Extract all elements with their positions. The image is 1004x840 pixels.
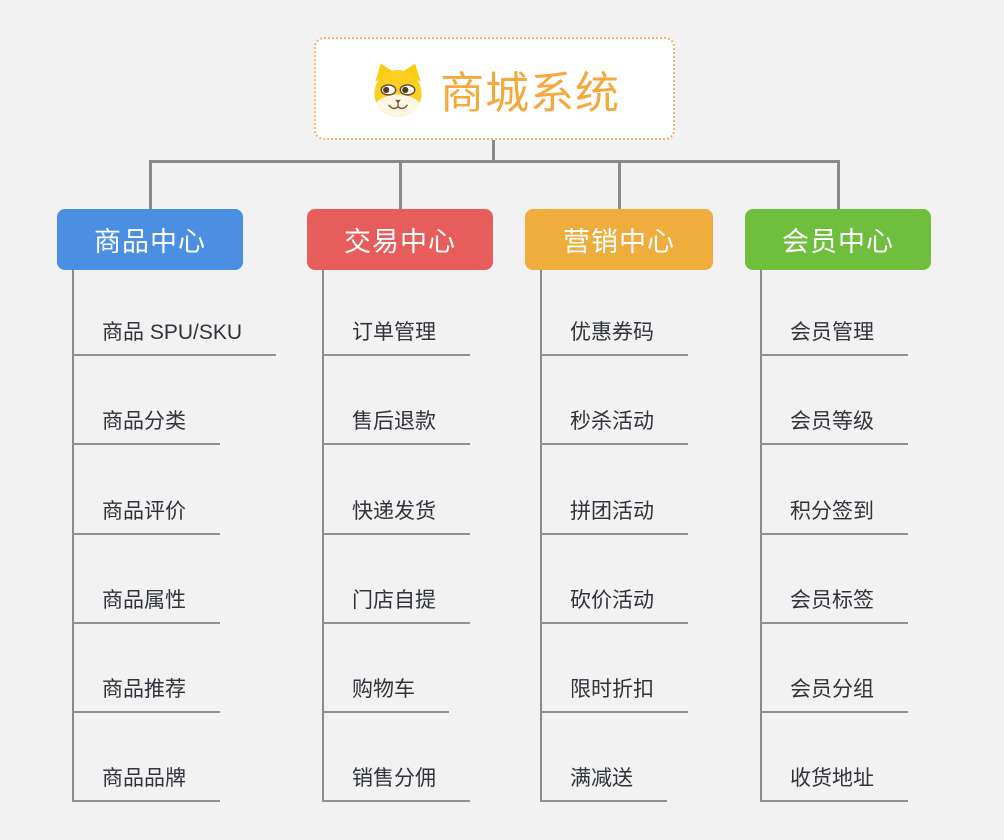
leaf-label: 商品评价	[102, 500, 186, 523]
leaf-node[interactable]: 商品分类	[72, 407, 220, 445]
leaf-label: 砍价活动	[570, 589, 654, 612]
branch-label: 营销中心	[563, 227, 675, 257]
leaf-node[interactable]: 订单管理	[322, 318, 470, 356]
leaf-node[interactable]: 快递发货	[322, 497, 470, 535]
leaf-node[interactable]: 商品属性	[72, 586, 220, 624]
leaf-node[interactable]: 优惠券码	[540, 318, 688, 356]
connector-line	[399, 160, 402, 209]
leaf-label: 会员分组	[790, 678, 874, 701]
leaf-node[interactable]: 销售分佣	[322, 764, 470, 802]
leaf-label: 满减送	[570, 767, 633, 790]
leaf-node[interactable]: 积分签到	[760, 497, 908, 535]
leaf-label: 商品属性	[102, 589, 186, 612]
leaf-label: 销售分佣	[352, 767, 436, 790]
connector-line	[540, 270, 542, 801]
leaf-node[interactable]: 收货地址	[760, 764, 908, 802]
connector-line	[760, 270, 762, 801]
branch-label: 商品中心	[94, 227, 206, 257]
leaf-label: 商品 SPU/SKU	[102, 321, 243, 344]
leaf-node[interactable]: 门店自提	[322, 586, 470, 624]
connector-line	[618, 160, 621, 209]
connector-line	[149, 160, 839, 163]
leaf-label: 会员管理	[790, 321, 874, 344]
leaf-node[interactable]: 商品推荐	[72, 675, 220, 713]
leaf-label: 购物车	[352, 678, 415, 701]
leaf-label: 商品推荐	[102, 678, 186, 701]
leaf-node[interactable]: 售后退款	[322, 407, 470, 445]
leaf-label: 订单管理	[352, 321, 436, 344]
leaf-node[interactable]: 秒杀活动	[540, 407, 688, 445]
leaf-node[interactable]: 会员等级	[760, 407, 908, 445]
leaf-label: 快递发货	[352, 500, 436, 523]
leaf-label: 收货地址	[790, 767, 874, 790]
leaf-node[interactable]: 满减送	[540, 764, 667, 802]
leaf-label: 售后退款	[352, 410, 436, 433]
branch-node-3[interactable]: 营销中心	[525, 209, 713, 270]
leaf-node[interactable]: 商品 SPU/SKU	[72, 318, 277, 356]
branch-node-4[interactable]: 会员中心	[745, 209, 931, 270]
branch-node-1[interactable]: 商品中心	[57, 209, 243, 270]
leaf-label: 限时折扣	[570, 678, 654, 701]
leaf-node[interactable]: 商品评价	[72, 497, 220, 535]
shiba-dog-icon	[369, 60, 427, 118]
leaf-label: 门店自提	[352, 589, 436, 612]
leaf-node[interactable]: 购物车	[322, 675, 449, 713]
leaf-node[interactable]: 商品品牌	[72, 764, 220, 802]
leaf-node[interactable]: 会员管理	[760, 318, 908, 356]
connector-line	[322, 270, 324, 801]
branch-node-2[interactable]: 交易中心	[307, 209, 493, 270]
leaf-node[interactable]: 限时折扣	[540, 675, 688, 713]
leaf-label: 会员标签	[790, 589, 874, 612]
root-title: 商城系统	[440, 68, 620, 118]
connector-line	[72, 270, 74, 801]
leaf-label: 会员等级	[790, 410, 874, 433]
connector-line	[837, 160, 840, 209]
branch-label: 交易中心	[344, 227, 456, 257]
leaf-label: 拼团活动	[570, 500, 654, 523]
leaf-label: 积分签到	[790, 500, 874, 523]
leaf-label: 商品品牌	[102, 767, 186, 790]
leaf-label: 商品分类	[102, 410, 186, 433]
root-node[interactable]: 商城系统	[314, 37, 675, 140]
leaf-label: 优惠券码	[570, 321, 654, 344]
leaf-node[interactable]: 会员标签	[760, 586, 908, 624]
leaf-node[interactable]: 会员分组	[760, 675, 908, 713]
leaf-node[interactable]: 砍价活动	[540, 586, 688, 624]
leaf-label: 秒杀活动	[570, 410, 654, 433]
leaf-node[interactable]: 拼团活动	[540, 497, 688, 535]
branch-label: 会员中心	[782, 227, 894, 257]
connector-line	[492, 140, 495, 163]
connector-line	[149, 160, 152, 209]
